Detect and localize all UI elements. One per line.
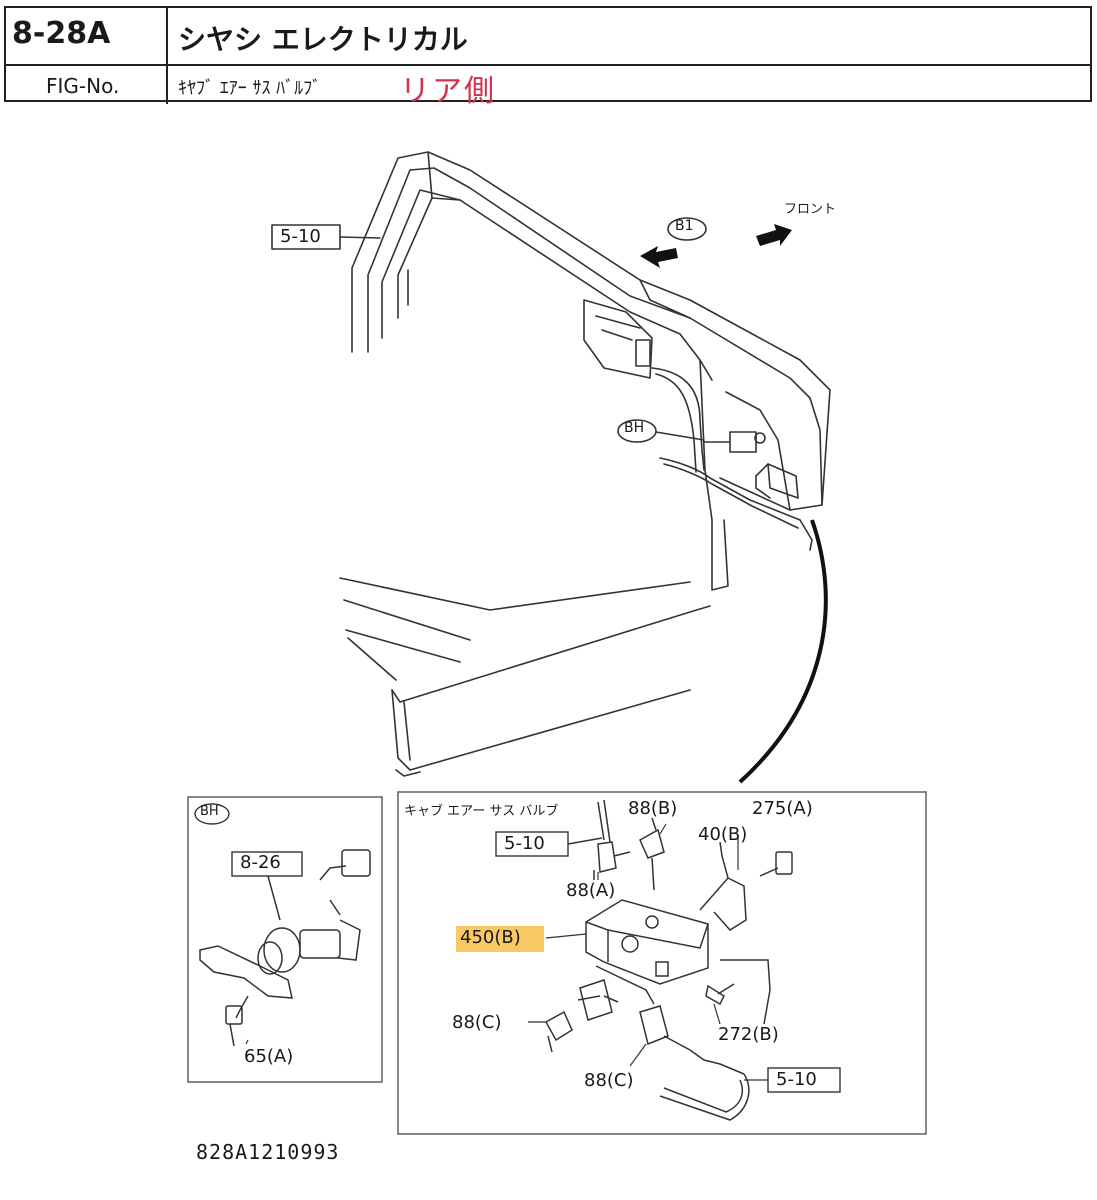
detail-bh-frame xyxy=(187,796,383,1083)
detail-bh-tag-label: BH xyxy=(200,804,219,819)
chassis-frame xyxy=(339,577,711,777)
handwritten-note: リア側 xyxy=(400,74,496,109)
cab-frame xyxy=(351,151,831,591)
page-subtitle: ｷﾔﾌﾞ ｴｱｰ ｻｽ ﾊﾞﾙﾌﾞ xyxy=(178,78,322,99)
drawing-code: 828A1210993 xyxy=(196,1140,340,1164)
callout-label: 272(B) xyxy=(718,1024,779,1045)
callout-label: 88(A) xyxy=(566,880,616,901)
sensor-part xyxy=(199,849,371,1047)
front-label: フロント xyxy=(784,202,837,217)
sensor-connector xyxy=(703,431,766,453)
callout-label-highlighted: 450(B) xyxy=(460,927,521,948)
detail-valve-frame xyxy=(397,791,927,1135)
callout-8-26 xyxy=(231,851,303,877)
title-block-divider xyxy=(6,64,1090,66)
callout-label: BH xyxy=(624,420,645,436)
callout-label: 88(C) xyxy=(452,1012,502,1033)
callout-label: 275(A) xyxy=(752,798,813,819)
detail-valve-heading: キャブ エアー サス バルブ xyxy=(404,804,559,819)
callout-label: 88(B) xyxy=(628,798,678,819)
detail-leader-line xyxy=(738,519,828,784)
cab-air-sus-valve xyxy=(755,463,799,499)
callout-bh xyxy=(617,419,657,443)
title-block: 8-28A FIG-No. シヤシ エレクトリカル ｷﾔﾌﾞ ｴｱｰ ｻｽ ﾊﾞ… xyxy=(4,6,1092,109)
fig-number: 8-28A xyxy=(12,16,111,51)
callout-label: 65(A) xyxy=(244,1046,294,1067)
callout-label: 88(C) xyxy=(584,1070,634,1091)
valve-part xyxy=(544,799,793,1121)
arrow-left-icon xyxy=(640,246,678,268)
title-block-divider xyxy=(166,8,168,104)
callout-label: 5-10 xyxy=(280,226,321,247)
callout-b1 xyxy=(667,217,707,241)
page-title: シヤシ エレクトリカル xyxy=(178,23,468,56)
fig-label: FIG-No. xyxy=(46,74,120,98)
callout-label: B1 xyxy=(675,218,694,234)
callout-label: 40(B) xyxy=(698,824,748,845)
detail-bh-tag xyxy=(194,803,230,825)
highlight-450b xyxy=(456,926,544,952)
callout-label: 5-10 xyxy=(776,1069,817,1090)
arrow-front-icon xyxy=(756,224,792,246)
callout-label: 8-26 xyxy=(240,852,281,873)
valve-bracket xyxy=(583,299,653,379)
callout-label: 5-10 xyxy=(504,833,545,854)
